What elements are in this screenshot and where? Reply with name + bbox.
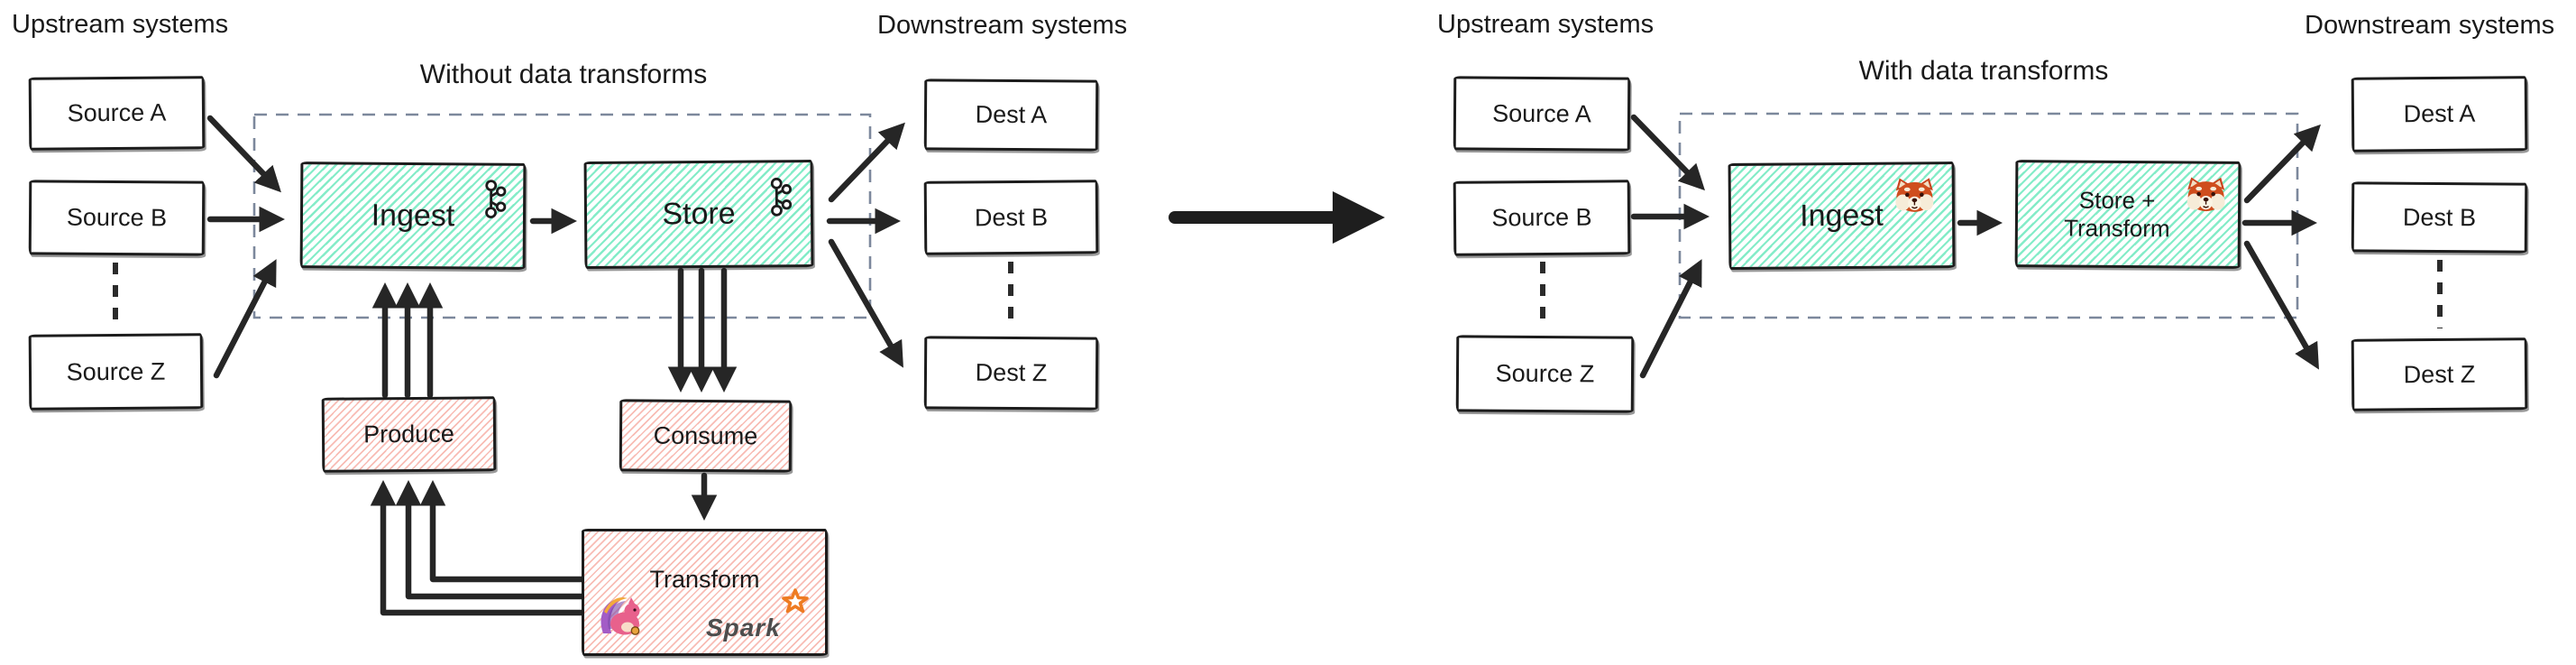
arrow-transform-produce-2 — [395, 479, 588, 600]
arrow-store-desta-left — [828, 122, 905, 203]
dest-b-box-left: Dest B — [923, 180, 1099, 255]
dest-b-box-right: Dest B — [2351, 181, 2528, 254]
arrow-sourcea-ingest-right — [1630, 114, 1705, 191]
arrow-sourcea-ingest-left — [206, 115, 281, 193]
arrow-transform-produce-1 — [419, 479, 588, 583]
store-transform-label: Store + Transform — [2064, 186, 2170, 242]
big-transition-arrow — [1169, 191, 1385, 244]
consume-label: Consume — [653, 421, 758, 449]
produce-box: Produce — [321, 396, 497, 473]
dest-a-label-right: Dest A — [2403, 99, 2476, 128]
ingest-label-left: Ingest — [371, 198, 455, 233]
flink-squirrel-icon — [596, 593, 643, 642]
store-label-left: Store — [662, 196, 736, 232]
source-z-label-left: Source Z — [66, 357, 166, 385]
redpanda-icon — [2185, 175, 2227, 217]
arrow-transform-produce-3 — [370, 479, 588, 616]
source-b-label-left: Source B — [66, 203, 168, 232]
store-box-left: Store — [583, 160, 814, 269]
source-z-box-right: Source Z — [1455, 335, 1635, 413]
dest-b-label-right: Dest B — [2402, 203, 2477, 231]
source-a-label-left: Source A — [67, 98, 167, 127]
transform-label: Transform — [649, 566, 760, 593]
dest-z-label-left: Dest Z — [975, 358, 1048, 387]
diagram-title-right: With data transforms — [1858, 56, 2109, 86]
arrow-sourcez-ingest-right — [1639, 259, 1702, 379]
spark-star-icon — [782, 588, 809, 614]
source-z-label-right: Source Z — [1495, 359, 1595, 388]
spark-logo: Spark — [706, 588, 809, 642]
dest-a-box-left: Dest A — [923, 79, 1099, 152]
diagram-title-left: Without data transforms — [419, 60, 708, 89]
produce-label: Produce — [363, 420, 454, 448]
transform-box: Transform Spark — [582, 529, 828, 656]
upstream-systems-label-right: Upstream systems — [1437, 10, 1655, 39]
source-a-box-left: Source A — [28, 76, 206, 151]
store-transform-box: Store + Transform — [2014, 160, 2241, 269]
downstream-systems-label-left: Downstream systems — [877, 11, 1128, 40]
pipeline-boundary-left — [252, 113, 872, 319]
arrow-storetransform-destz — [2243, 240, 2319, 370]
arrow-store-destz-left — [828, 238, 903, 368]
source-b-label-right: Source B — [1491, 203, 1592, 232]
dest-b-label-left: Dest B — [974, 203, 1049, 231]
kafka-icon — [768, 176, 793, 226]
arrow-storetransform-desta — [2243, 124, 2321, 204]
dest-a-box-right: Dest A — [2351, 76, 2528, 152]
dest-a-label-left: Dest A — [975, 100, 1048, 129]
source-a-box-right: Source A — [1453, 76, 1631, 152]
downstream-systems-label-right: Downstream systems — [2305, 11, 2555, 40]
dest-z-label-right: Dest Z — [2403, 360, 2476, 388]
ingest-box-right: Ingest — [1728, 162, 1956, 270]
arrow-sourcez-ingest-left — [213, 259, 277, 379]
ingest-box-left: Ingest — [299, 162, 527, 270]
source-z-box-left: Source Z — [28, 333, 204, 411]
source-b-box-left: Source B — [28, 180, 206, 256]
source-a-label-right: Source A — [1492, 99, 1591, 127]
dest-z-box-left: Dest Z — [923, 336, 1099, 411]
ingest-label-right: Ingest — [1800, 198, 1884, 233]
redpanda-icon — [1893, 176, 1936, 220]
kafka-icon — [482, 179, 507, 229]
consume-box: Consume — [619, 399, 793, 473]
dest-z-box-right: Dest Z — [2351, 337, 2528, 411]
upstream-systems-label-left: Upstream systems — [12, 10, 229, 39]
spark-wordmark: Spark — [706, 614, 781, 642]
source-b-box-right: Source B — [1453, 180, 1631, 256]
